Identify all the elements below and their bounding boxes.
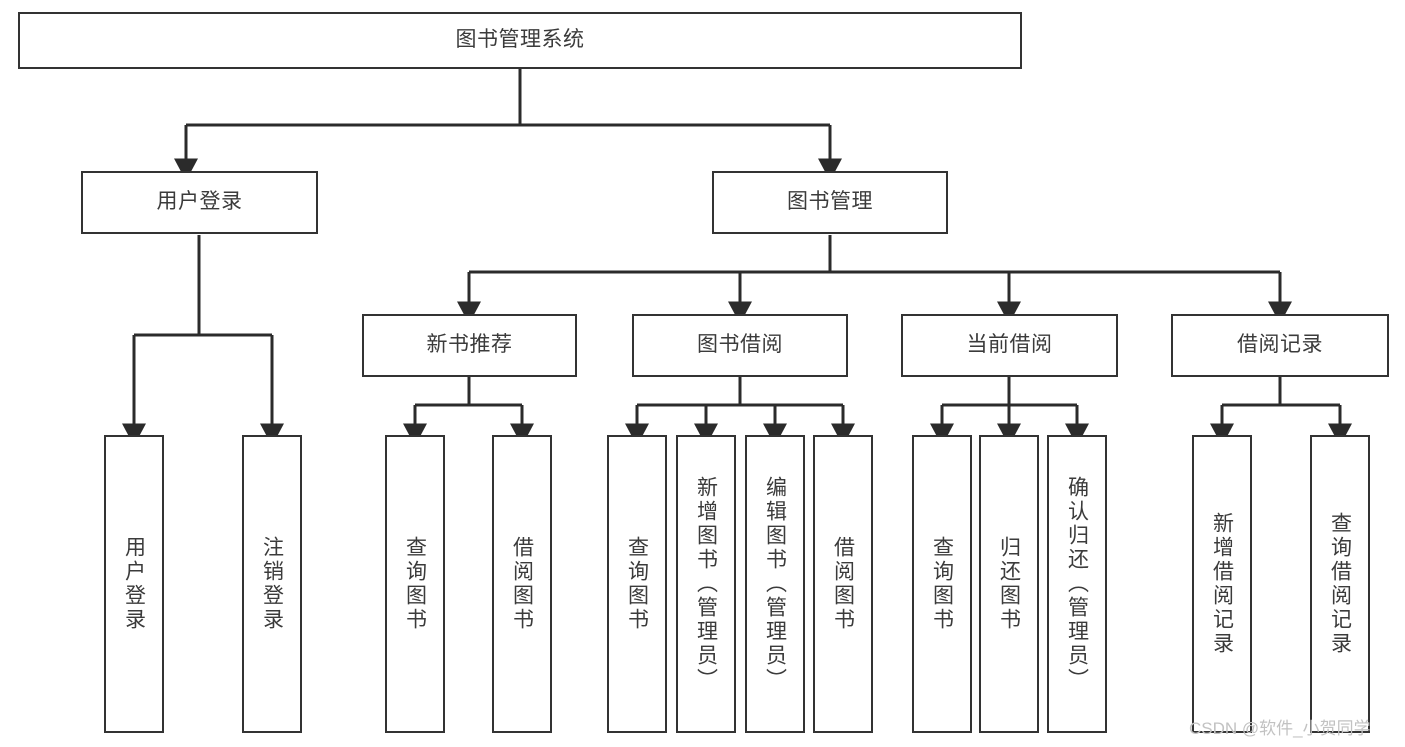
leaf-new-book-query-book[interactable]: 查询图书 (385, 435, 445, 733)
leaf-book-borrow-edit-book-admin[interactable]: 编辑图书（管理员） (745, 435, 805, 733)
node-label: 借阅图书 (831, 536, 855, 632)
node-label: 用户登录 (122, 536, 146, 632)
leaf-borrow-record-add-record[interactable]: 新增借阅记录 (1192, 435, 1252, 733)
leaf-book-borrow-borrow-book[interactable]: 借阅图书 (813, 435, 873, 733)
node-new-book-recommend[interactable]: 新书推荐 (362, 314, 577, 377)
node-label: 编辑图书（管理员） (763, 476, 787, 692)
node-label: 借阅记录 (1237, 333, 1323, 357)
watermark-text: CSDN @软件_小贺同学 (1189, 719, 1371, 738)
node-label: 图书管理 (787, 190, 873, 214)
leaf-book-borrow-query-book[interactable]: 查询图书 (607, 435, 667, 733)
node-label: 图书借阅 (697, 333, 783, 357)
leaf-user-login-login[interactable]: 用户登录 (104, 435, 164, 733)
node-user-login[interactable]: 用户登录 (81, 171, 318, 234)
leaf-current-borrow-confirm-return-admin[interactable]: 确认归还（管理员） (1047, 435, 1107, 733)
node-current-borrow[interactable]: 当前借阅 (901, 314, 1118, 377)
node-borrow-record[interactable]: 借阅记录 (1171, 314, 1389, 377)
node-label: 确认归还（管理员） (1065, 476, 1089, 692)
leaf-book-borrow-add-book-admin[interactable]: 新增图书（管理员） (676, 435, 736, 733)
node-label: 借阅图书 (510, 536, 534, 632)
node-book-borrow[interactable]: 图书借阅 (632, 314, 848, 377)
node-label: 当前借阅 (966, 333, 1053, 357)
node-label: 查询图书 (625, 536, 649, 632)
node-label: 新书推荐 (426, 333, 513, 357)
leaf-new-book-borrow-book[interactable]: 借阅图书 (492, 435, 552, 733)
node-label: 新增图书（管理员） (694, 476, 718, 692)
node-label: 新增借阅记录 (1210, 512, 1234, 656)
leaf-borrow-record-query-record[interactable]: 查询借阅记录 (1310, 435, 1370, 733)
node-label: 查询图书 (403, 536, 427, 632)
leaf-current-borrow-query-book[interactable]: 查询图书 (912, 435, 972, 733)
node-label: 查询借阅记录 (1328, 512, 1352, 656)
leaf-current-borrow-return-book[interactable]: 归还图书 (979, 435, 1039, 733)
node-book-management[interactable]: 图书管理 (712, 171, 948, 234)
node-label: 图书管理系统 (455, 28, 585, 52)
node-label: 用户登录 (156, 190, 243, 214)
node-label: 查询图书 (930, 536, 954, 632)
node-label: 归还图书 (997, 536, 1021, 632)
leaf-user-login-logout[interactable]: 注销登录 (242, 435, 302, 733)
node-root-book-management-system[interactable]: 图书管理系统 (18, 12, 1022, 69)
node-label: 注销登录 (260, 536, 284, 632)
